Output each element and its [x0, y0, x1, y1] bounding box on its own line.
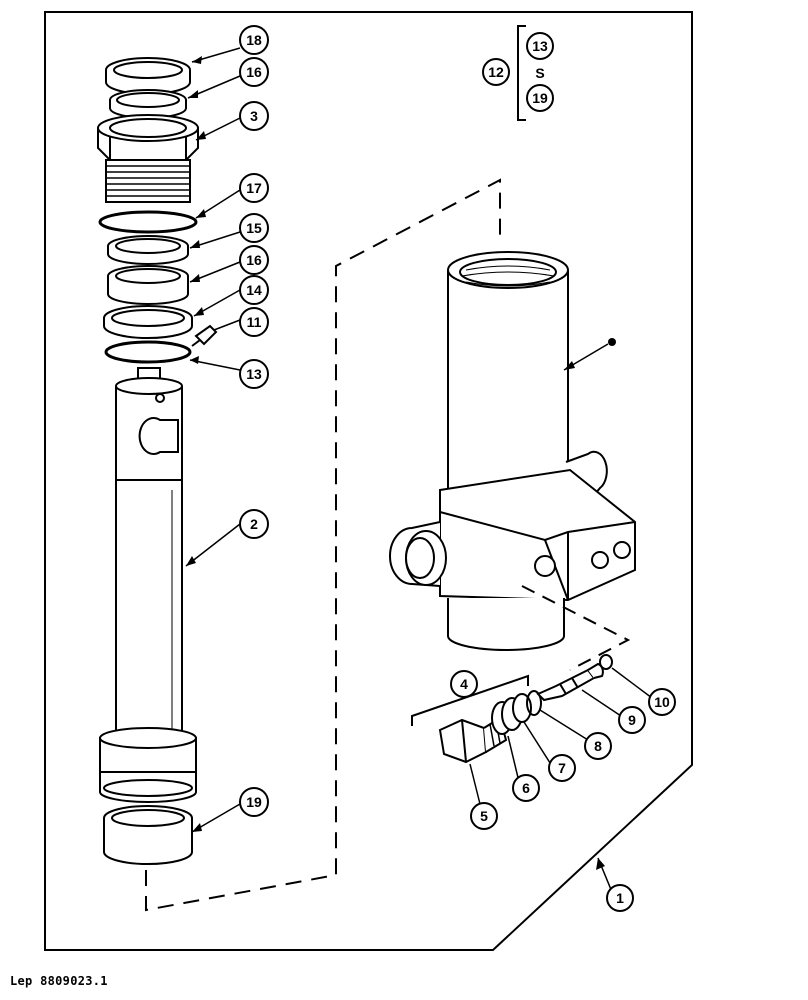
callout-12: 12	[482, 58, 510, 86]
plug-5	[438, 716, 508, 764]
seal-ring-15	[107, 235, 189, 265]
o-ring-13	[104, 340, 192, 364]
backup-ring-16-lower	[107, 265, 189, 305]
svg-text:19: 19	[246, 794, 262, 810]
kit-bracket-12	[517, 25, 526, 121]
svg-text:3: 3	[250, 108, 258, 124]
gland-nut-3	[97, 114, 199, 203]
svg-text:16: 16	[246, 252, 262, 268]
valve-poppet-9	[536, 662, 604, 702]
callout-19b: 19	[526, 84, 554, 112]
svg-text:1: 1	[616, 890, 624, 906]
sleeve-6	[491, 697, 523, 735]
assembly-line-barrel-to-valve	[521, 585, 631, 671]
svg-text:17: 17	[246, 180, 262, 196]
svg-text:13: 13	[246, 366, 262, 382]
callout-17: 17	[239, 173, 269, 203]
svg-text:13: 13	[532, 38, 548, 54]
seal-ring-14	[103, 305, 193, 339]
wear-ring-19	[103, 805, 193, 865]
svg-text:16: 16	[246, 64, 262, 80]
callout-2: 2	[239, 509, 269, 539]
callout-19a: 19	[239, 787, 269, 817]
assembly-line-rod-to-barrel	[145, 178, 501, 912]
reference-code: Lep 8809023.1	[10, 974, 108, 988]
callout-3: 3	[239, 101, 269, 131]
backup-ring-16-upper	[109, 89, 187, 119]
callout-13b: 13	[526, 32, 554, 60]
ring-8	[526, 690, 542, 716]
svg-text:9: 9	[628, 712, 636, 728]
callout-15: 15	[239, 213, 269, 243]
leader-arrowheads	[186, 56, 616, 870]
callout-16a: 16	[239, 57, 269, 87]
o-ring-17	[98, 210, 198, 234]
piston-rod-2	[99, 367, 197, 803]
svg-text:8: 8	[594, 738, 602, 754]
callout-4: 4	[450, 670, 478, 698]
svg-text:12: 12	[488, 64, 504, 80]
callout-7: 7	[548, 754, 576, 782]
callout-18: 18	[239, 25, 269, 55]
svg-text:5: 5	[480, 808, 488, 824]
svg-text:4: 4	[460, 676, 468, 692]
svg-text:6: 6	[522, 780, 530, 796]
callout-8: 8	[584, 732, 612, 760]
callout-10: 10	[648, 688, 676, 716]
callout-13a: 13	[239, 359, 269, 389]
callouts: 18 16 3 17 15 16 14 11 13 2 19 13 12 19 …	[239, 25, 676, 912]
piston-rod-assembly	[97, 57, 218, 865]
callout-9: 9	[618, 706, 646, 734]
relief-valve-parts	[411, 654, 613, 764]
callout-5: 5	[470, 802, 498, 830]
svg-text:11: 11	[247, 314, 262, 330]
svg-text:2: 2	[250, 516, 258, 532]
callout-16b: 16	[239, 245, 269, 275]
svg-text:14: 14	[246, 282, 262, 298]
svg-text:18: 18	[246, 32, 262, 48]
callout-1: 1	[606, 884, 634, 912]
kit-separator-label: S	[535, 65, 544, 81]
callout-14: 14	[239, 275, 269, 305]
cylinder-barrel-1	[389, 251, 636, 651]
diagram-frame	[44, 11, 693, 951]
svg-text:10: 10	[654, 694, 670, 710]
svg-text:19: 19	[532, 90, 548, 106]
callout-6: 6	[512, 774, 540, 802]
svg-text:15: 15	[246, 220, 262, 236]
callout-11: 11	[239, 307, 269, 337]
wear-ring-18	[105, 57, 191, 95]
o-ring-10	[599, 654, 613, 670]
grease-fitting-11	[191, 324, 218, 347]
svg-text:7: 7	[558, 760, 566, 776]
